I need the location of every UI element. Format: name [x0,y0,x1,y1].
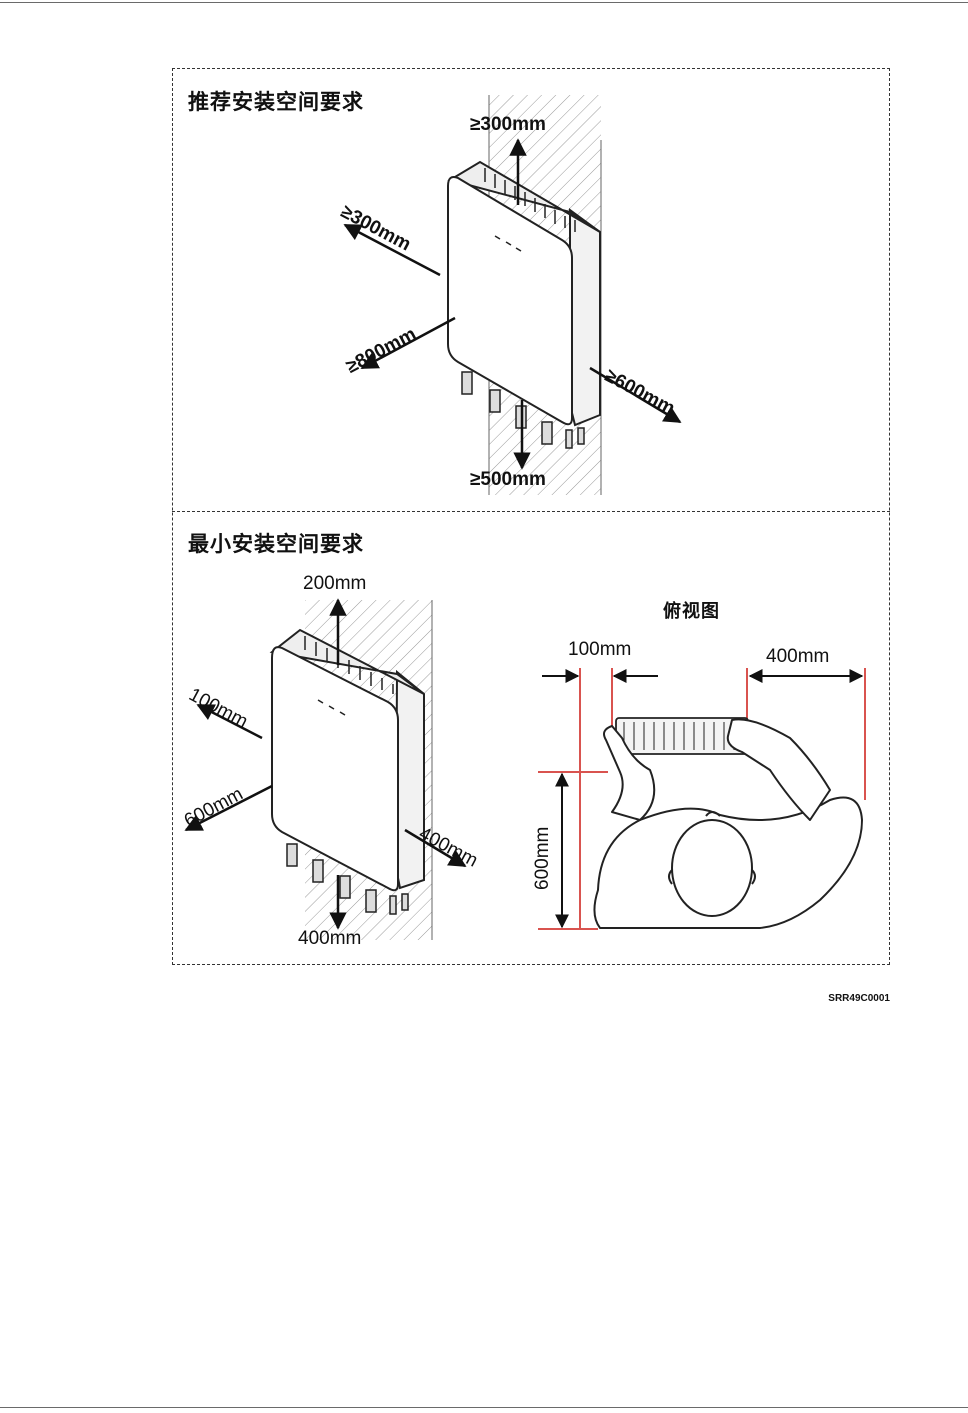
minimum-top-label: 200mm [303,573,366,595]
recommended-top-label: ≥300mm [470,114,546,136]
recommended-title: 推荐安装空间要求 [188,86,364,116]
top-view-left-clearance: 100mm [568,639,631,661]
minimum-bottom-label: 400mm [298,928,361,950]
recommended-bottom-label: ≥500mm [470,469,546,491]
figure-code: SRR49C0001 [828,993,890,1004]
top-view-right-clearance: 400mm [766,646,829,668]
minimum-title: 最小安装空间要求 [188,528,364,558]
top-view-title: 俯视图 [663,597,720,623]
top-view-depth: 600mm [532,827,554,890]
